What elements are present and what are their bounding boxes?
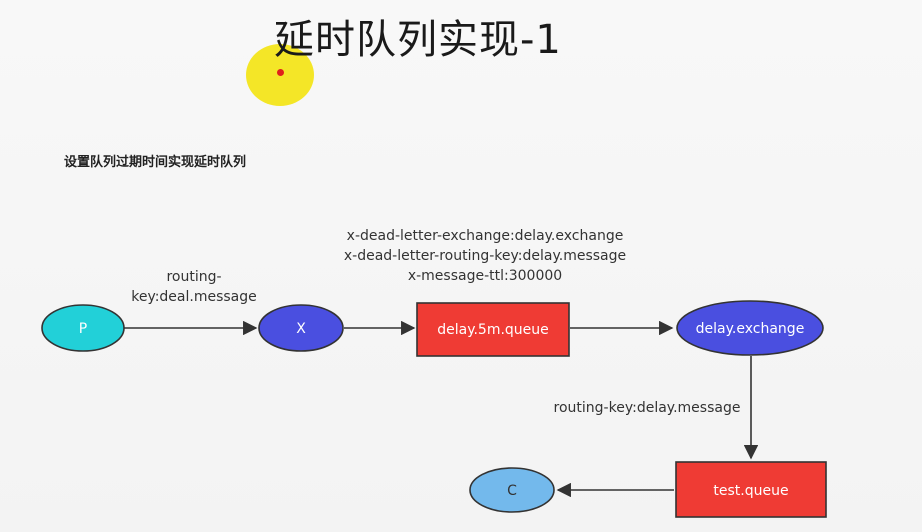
delay-exchange-node: delay.exchange bbox=[676, 300, 824, 356]
pointer-icon bbox=[277, 69, 284, 76]
queue-arg-dead-letter-routing-key: x-dead-letter-routing-key:delay.message bbox=[344, 248, 626, 264]
edge-label-routing-line2: key:deal.message bbox=[131, 289, 257, 305]
test-queue-label: test.queue bbox=[713, 483, 788, 499]
exchange-x-label: X bbox=[296, 321, 306, 337]
edge-label-delay-routing: routing-key:delay.message bbox=[554, 400, 741, 416]
consumer-node: C bbox=[469, 467, 555, 513]
producer-label: P bbox=[79, 321, 87, 337]
delay-queue-node: delay.5m.queue bbox=[416, 302, 570, 357]
queue-arg-message-ttl: x-message-ttl:300000 bbox=[408, 268, 562, 284]
producer-node: P bbox=[41, 304, 125, 352]
edge-label-routing-line1: routing- bbox=[166, 269, 221, 285]
slide-subtitle: 设置队列过期时间实现延时队列 bbox=[64, 155, 247, 170]
delay-exchange-label: delay.exchange bbox=[696, 321, 805, 337]
test-queue-node: test.queue bbox=[675, 461, 827, 518]
delay-queue-label: delay.5m.queue bbox=[437, 322, 549, 338]
exchange-x-node: X bbox=[258, 304, 344, 352]
queue-arg-dead-letter-exchange: x-dead-letter-exchange:delay.exchange bbox=[347, 228, 624, 244]
consumer-label: C bbox=[507, 483, 517, 499]
slide-title: 延时队列实现-1 bbox=[274, 17, 562, 63]
